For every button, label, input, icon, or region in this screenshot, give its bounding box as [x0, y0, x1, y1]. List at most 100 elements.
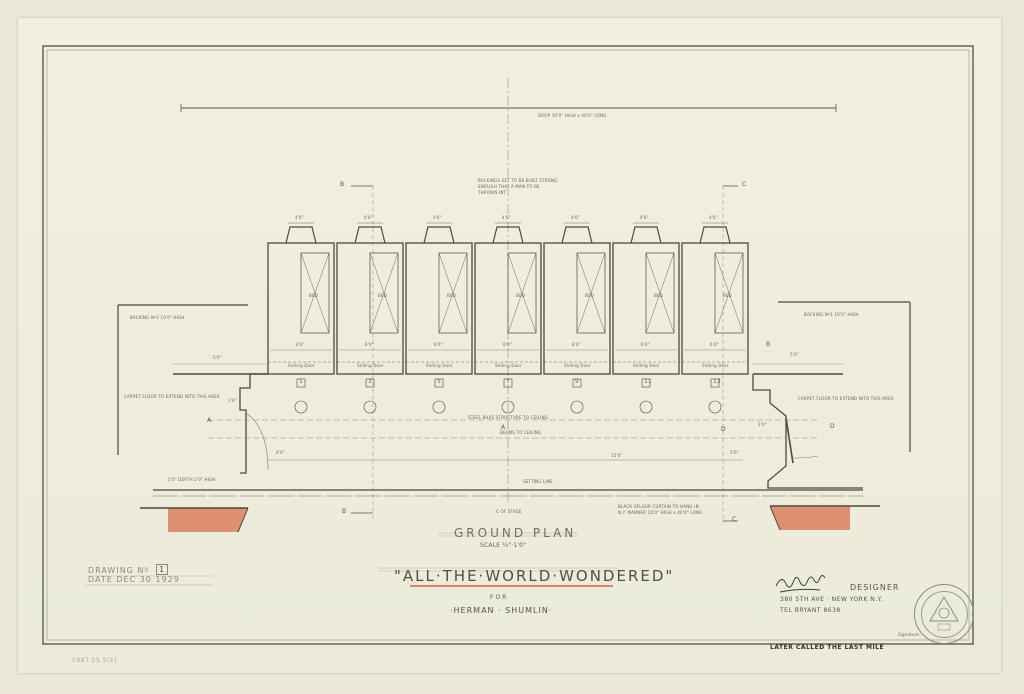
light-fixture: [432, 400, 446, 414]
cell-number-box: [572, 378, 582, 388]
cell-wall: [681, 242, 749, 375]
cell-door-label: Sliding Door: [288, 363, 315, 368]
cell-block: [267, 222, 749, 414]
light-fixture: [639, 400, 653, 414]
bed-diagonal: [369, 252, 399, 334]
for-label: FOR: [490, 594, 509, 601]
cell-bed-label: BED: [378, 293, 387, 298]
bed-frame: [507, 252, 537, 334]
drawing-date: DATE DEC 30 1929: [88, 575, 180, 584]
section-b-top: B: [340, 181, 345, 188]
play-title: "ALL·THE·WORLD·WONDERED": [394, 567, 675, 585]
cell-number: 7: [506, 378, 510, 385]
bed-diagonal: [576, 252, 606, 334]
section-c-top: C: [742, 181, 747, 188]
cell-bed-label: BED: [516, 293, 525, 298]
section-a-center: A: [501, 424, 506, 431]
width-15-dim: 15'0": [611, 453, 623, 458]
cell-number-box: [641, 378, 651, 388]
cell-fixture: [354, 226, 386, 244]
bed-diagonal: [438, 252, 468, 334]
signature-caption: Signature: [898, 632, 920, 637]
cell-bed-label: BED: [309, 293, 318, 298]
cell-number-box: [296, 378, 306, 388]
cell-number: 13: [713, 378, 721, 385]
drawing-number-label: DRAWING Nº: [88, 566, 150, 575]
cell-wall: [474, 242, 542, 375]
right-3-0-dim: 3'0": [730, 450, 739, 455]
bed-frame: [645, 252, 675, 334]
cell-door-label: Sliding Door: [357, 363, 384, 368]
steel-bars-note: STEEL BARS STRUCTURE TO CEILING: [468, 415, 549, 420]
cell-number-box: [365, 378, 375, 388]
bed-frame: [300, 252, 330, 334]
cell-fixture: [699, 226, 731, 244]
cell-width-label: 4'6": [640, 215, 649, 220]
section-d-left: D: [721, 426, 727, 433]
cell-width-label: 4'6": [709, 215, 718, 220]
section-b-bottom: B: [342, 508, 347, 515]
light-fixture: [294, 400, 308, 414]
light-fixture: [570, 400, 584, 414]
light-fixture: [363, 400, 377, 414]
cell-door-label: Sliding Door: [564, 363, 591, 368]
cell-door-label: Sliding Door: [702, 363, 729, 368]
cell-wall: [543, 242, 611, 375]
signature: [775, 575, 826, 593]
black-velour-note: BLACK VELOUR CURTAIN TO HANG IN N.Y. MAN…: [618, 504, 703, 515]
center-of-stage-label: C OF STAGE: [496, 509, 522, 514]
left-5-0-dim: 5'0": [213, 355, 222, 360]
drawing-number: 1: [156, 564, 169, 575]
right-platform: [770, 506, 850, 530]
scale-label: SCALE ¼"·1'0": [480, 542, 527, 549]
cell-width-label: 4'6": [364, 215, 373, 220]
cell-bed-label: BED: [654, 293, 663, 298]
section-d-right: D: [830, 423, 836, 430]
bed-diagonal: [714, 252, 744, 334]
cell-depth-label: 6'0": [365, 342, 374, 347]
cell-fixture: [492, 226, 524, 244]
cell-number-box: [434, 378, 444, 388]
bed-frame: [369, 252, 399, 334]
cell-width-label: 4'6": [502, 215, 511, 220]
bed-frame: [714, 252, 744, 334]
bottom-left-note: 5'0" DEPTH 2'0" HIGH: [168, 477, 216, 482]
light-fixture: [501, 400, 515, 414]
cell-depth-label: 6'0": [641, 342, 650, 347]
backings-note: BACKINGS SET TO BE BUILT STRONG ENOUGH T…: [478, 178, 558, 195]
cell-wall: [336, 242, 404, 375]
cell-number: 3: [368, 378, 372, 385]
setting-line-label: SETTING LINE: [523, 479, 553, 484]
backing-right-note: BACKING Nº1 10'0" HIGH: [804, 312, 859, 317]
backing-left-note: BACKING Nº2 10'0" HIGH: [130, 315, 185, 320]
carpet-left-note: CARPET FLOOR TO EXTEND INTO THIS AREA: [124, 394, 220, 399]
left-1-6-dim: 1'6": [228, 398, 237, 403]
cell-number: 5: [437, 378, 441, 385]
designer-address: 380 5TH AVE · NEW YORK N.Y.: [780, 596, 884, 603]
cell-width-label: 4'6": [433, 215, 442, 220]
drawing-sheet: 4'6" BED Sliding Door 6'0" 1 4'6" BED Sliding D…: [18, 18, 1001, 673]
left-4-0-dim: 4'0": [276, 450, 285, 455]
cell-number: 1: [299, 378, 303, 385]
cell-depth-label: 6'0": [572, 342, 581, 347]
drop-note: DROP 30'0" HIGH x 40'0" LONG: [538, 113, 607, 118]
catalog-number: 1987.55.5(1): [72, 657, 118, 664]
cell-depth-label: 6'0": [296, 342, 305, 347]
cell-number: 9: [575, 378, 579, 385]
ground-plan-drawing: [42, 45, 974, 645]
left-platform: [168, 508, 248, 532]
ground-plan-title: GROUND PLAN: [454, 526, 577, 540]
section-c-bottom: C: [732, 516, 737, 523]
cell-fixture: [630, 226, 662, 244]
client-name: ·HERMAN · SHUMLIN·: [450, 606, 553, 615]
cell-fixture: [561, 226, 593, 244]
cell-wall: [612, 242, 680, 375]
cell-bed-label: BED: [723, 293, 732, 298]
bed-diagonal: [645, 252, 675, 334]
cell-wall: [267, 242, 335, 375]
cell-width-label: 4'6": [571, 215, 580, 220]
light-fixture: [708, 400, 722, 414]
cell-number-box: [503, 378, 513, 388]
carpet-right-note: CARPET FLOOR TO EXTEND INTO THIS AREA: [798, 396, 894, 401]
cell-depth-label: 6'0": [710, 342, 719, 347]
